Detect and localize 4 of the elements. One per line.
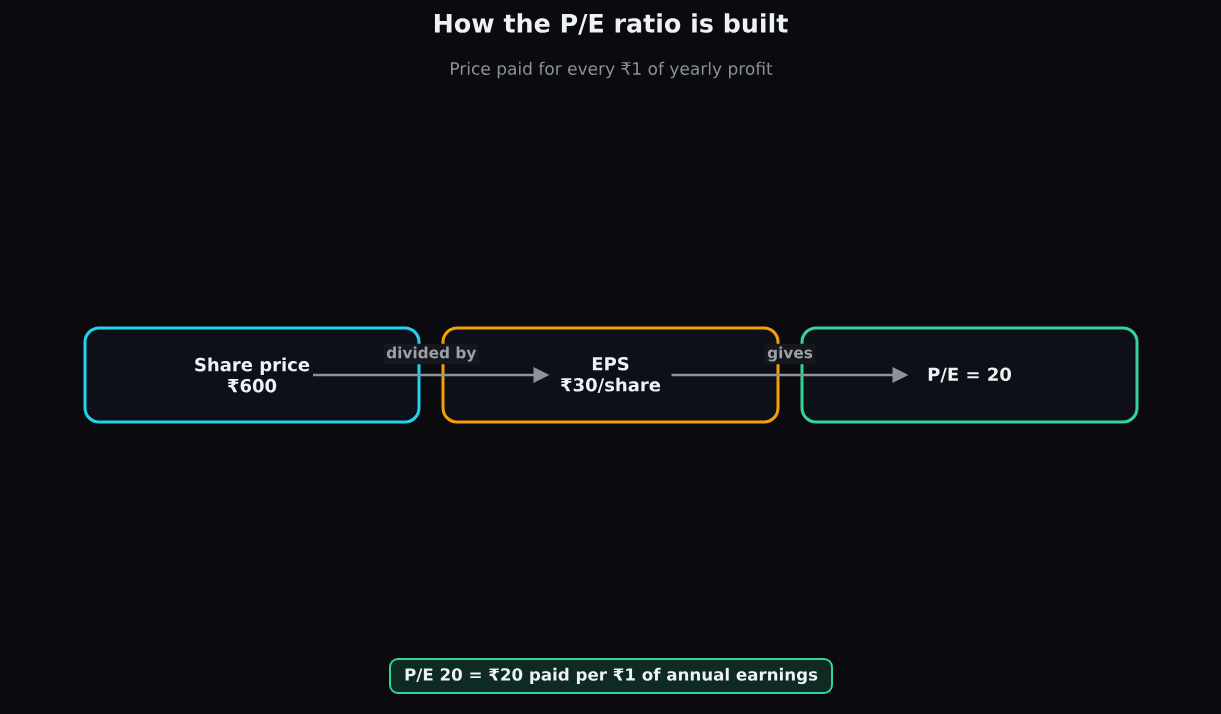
note-box: P/E 20 = ₹20 paid per ₹1 of annual earnings (389, 658, 833, 694)
title: How the P/E ratio is built (434, 13, 788, 35)
subtitle: Price paid for every ₹1 of yearly profit (451, 61, 773, 79)
edge-label: gives (764, 343, 816, 365)
